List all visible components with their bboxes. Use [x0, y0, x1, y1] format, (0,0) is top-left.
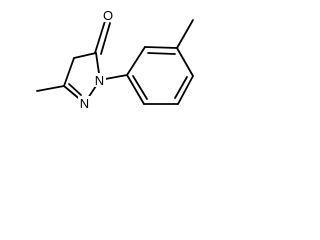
bond-c5-c4 — [73, 52, 97, 59]
nitrogen-atom-label-n2: N — [80, 96, 89, 111]
bond-ar-inner-2 — [174, 76, 188, 99]
nitrogen-atom-label-n1: N — [95, 73, 104, 88]
bond-ar-inner-3 — [132, 75, 148, 100]
bond-ar-c4-c5 — [177, 75, 194, 105]
bond-ar-c1-c2 — [126, 46, 146, 76]
bond-ar-c3-c4 — [176, 47, 194, 77]
bond-c4-c3 — [63, 57, 75, 87]
bond-carbonyl-a — [94, 20, 106, 54]
oxygen-atom-label: O — [103, 8, 113, 23]
bond-carbonyl-b — [100, 22, 111, 55]
bond-ar-inner-1 — [147, 52, 176, 55]
molecule-structure: O N N — [36, 8, 194, 111]
bond-methyl-c3 — [36, 85, 65, 92]
n2-label-bg — [78, 96, 91, 110]
oxygen-label-bg — [102, 8, 114, 22]
n1-label-bg — [93, 73, 106, 87]
bond-ar-c6-c1 — [126, 74, 145, 105]
bond-ar-c2-c3 — [144, 46, 178, 49]
bond-aryl-methyl — [176, 19, 194, 49]
bond-c3-n2-inner — [68, 83, 82, 96]
